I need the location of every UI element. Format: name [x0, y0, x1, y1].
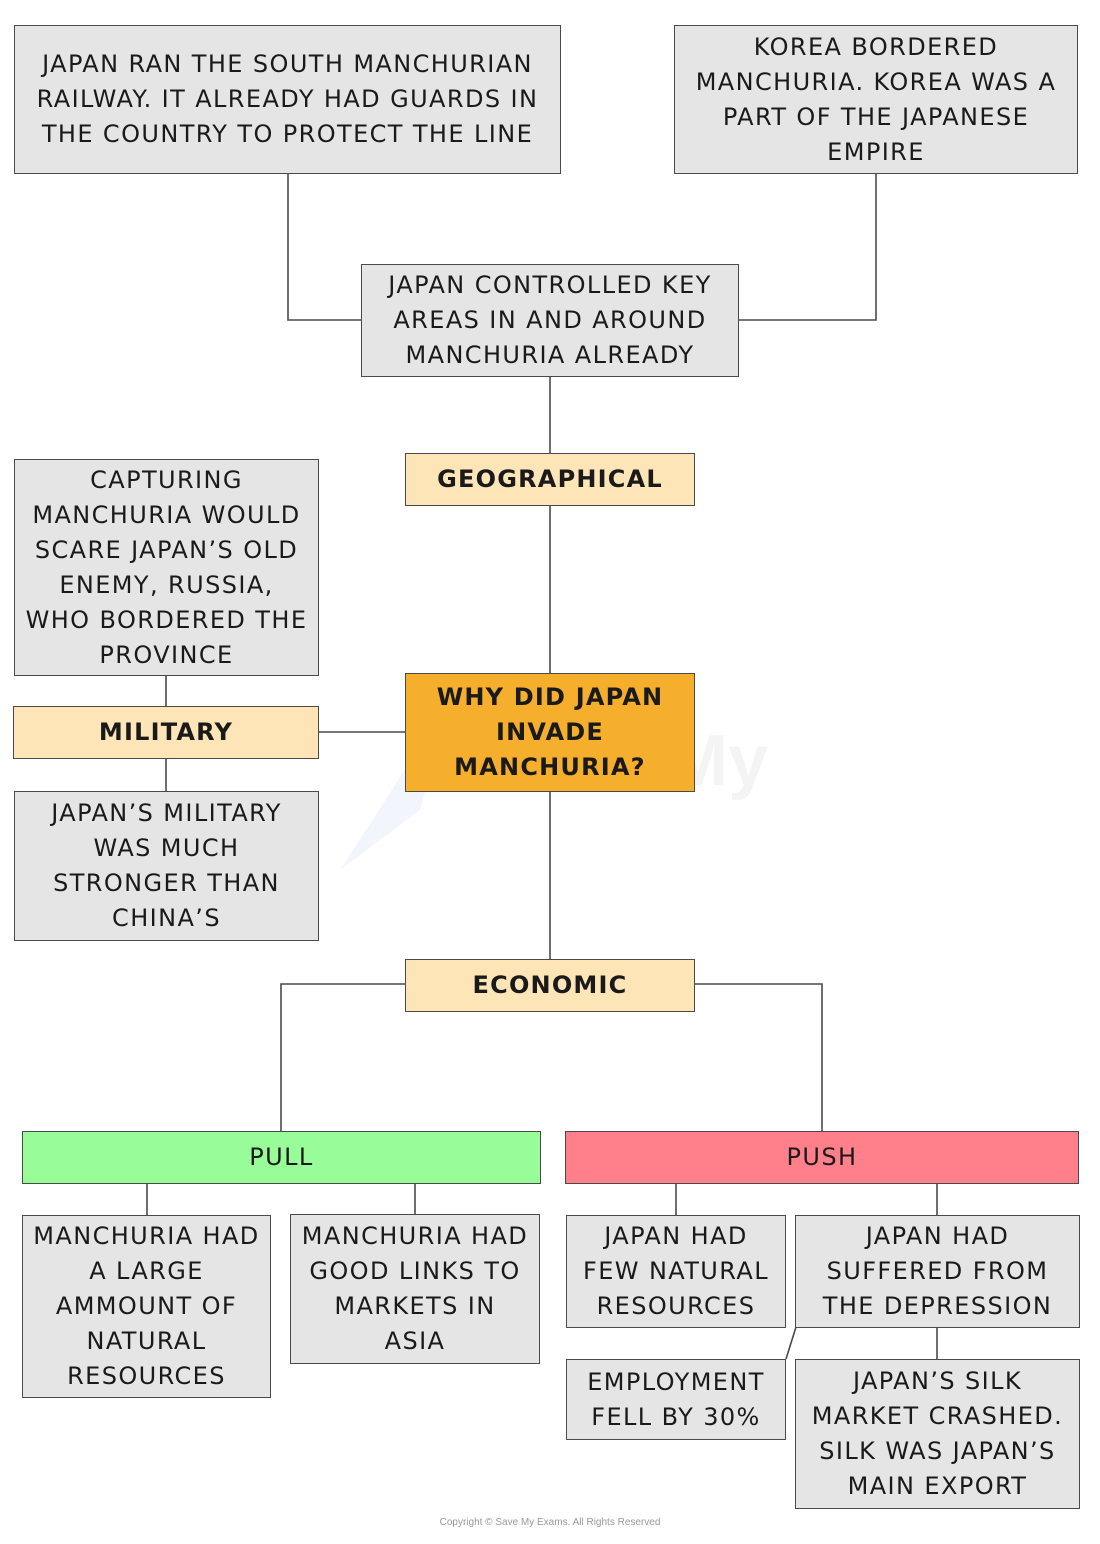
connector-depression-employment [785, 1326, 797, 1360]
stronger-text: JAPAN’S MILITARY WAS MUCH STRONGER THAN … [51, 799, 282, 932]
connector-economic-pull [280, 983, 405, 1131]
pull-markets-text: MANCHURIA HAD GOOD LINKS TO MARKETS IN A… [301, 1222, 529, 1355]
push-employment-box: EMPLOYMENT FELL BY 30% [566, 1359, 786, 1440]
korea-box: KOREA BORDERED MANCHURIA. KOREA WAS A PA… [674, 25, 1078, 174]
push-label: PUSH [786, 1143, 858, 1171]
pull-label: PULL [249, 1143, 314, 1171]
push-category: PUSH [565, 1131, 1079, 1184]
railway-text: JAPAN RAN THE SOUTH MANCHURIAN RAILWAY. … [36, 50, 539, 148]
military-label: MILITARY [98, 718, 234, 746]
economic-category: ECONOMIC [405, 959, 695, 1012]
push-few-resources-box: JAPAN HAD FEW NATURAL RESOURCES [566, 1215, 786, 1328]
korea-text: KOREA BORDERED MANCHURIA. KOREA WAS A PA… [695, 32, 1057, 166]
geographical-category: GEOGRAPHICAL [405, 453, 695, 506]
central-question: WHY DID JAPAN INVADE MANCHURIA? [405, 673, 695, 792]
push-employment-text: EMPLOYMENT FELL BY 30% [587, 1367, 765, 1431]
connector-korea-controlled [738, 173, 877, 321]
pull-resources-box: MANCHURIA HAD A LARGE AMMOUNT OF NATURAL… [22, 1215, 271, 1398]
pull-markets-box: MANCHURIA HAD GOOD LINKS TO MARKETS IN A… [290, 1214, 540, 1364]
push-silk-box: JAPAN’S SILK MARKET CRASHED. SILK WAS JA… [795, 1359, 1080, 1509]
central-question-text: WHY DID JAPAN INVADE MANCHURIA? [436, 683, 664, 781]
push-depression-box: JAPAN HAD SUFFERED FROM THE DEPRESSION [795, 1215, 1080, 1328]
stronger-box: JAPAN’S MILITARY WAS MUCH STRONGER THAN … [14, 791, 319, 941]
military-category: MILITARY [13, 706, 319, 759]
push-silk-text: JAPAN’S SILK MARKET CRASHED. SILK WAS JA… [811, 1367, 1064, 1500]
push-depression-text: JAPAN HAD SUFFERED FROM THE DEPRESSION [822, 1222, 1053, 1320]
russia-box: CAPTURING MANCHURIA WOULD SCARE JAPAN’S … [14, 459, 319, 676]
pull-category: PULL [22, 1131, 541, 1184]
copyright-text: Copyright © Save My Exams. All Rights Re… [439, 1517, 661, 1528]
controlled-box: JAPAN CONTROLLED KEY AREAS IN AND AROUND… [361, 264, 739, 377]
push-few-resources-text: JAPAN HAD FEW NATURAL RESOURCES [583, 1222, 769, 1320]
russia-text: CAPTURING MANCHURIA WOULD SCARE JAPAN’S … [25, 465, 308, 669]
economic-label: ECONOMIC [472, 971, 628, 999]
controlled-text: JAPAN CONTROLLED KEY AREAS IN AND AROUND… [388, 271, 712, 369]
railway-box: JAPAN RAN THE SOUTH MANCHURIAN RAILWAY. … [14, 25, 561, 174]
pull-resources-text: MANCHURIA HAD A LARGE AMMOUNT OF NATURAL… [33, 1222, 260, 1390]
connector-railway-controlled [287, 173, 362, 321]
connector-economic-push [695, 983, 823, 1131]
geographical-label: GEOGRAPHICAL [437, 465, 663, 493]
